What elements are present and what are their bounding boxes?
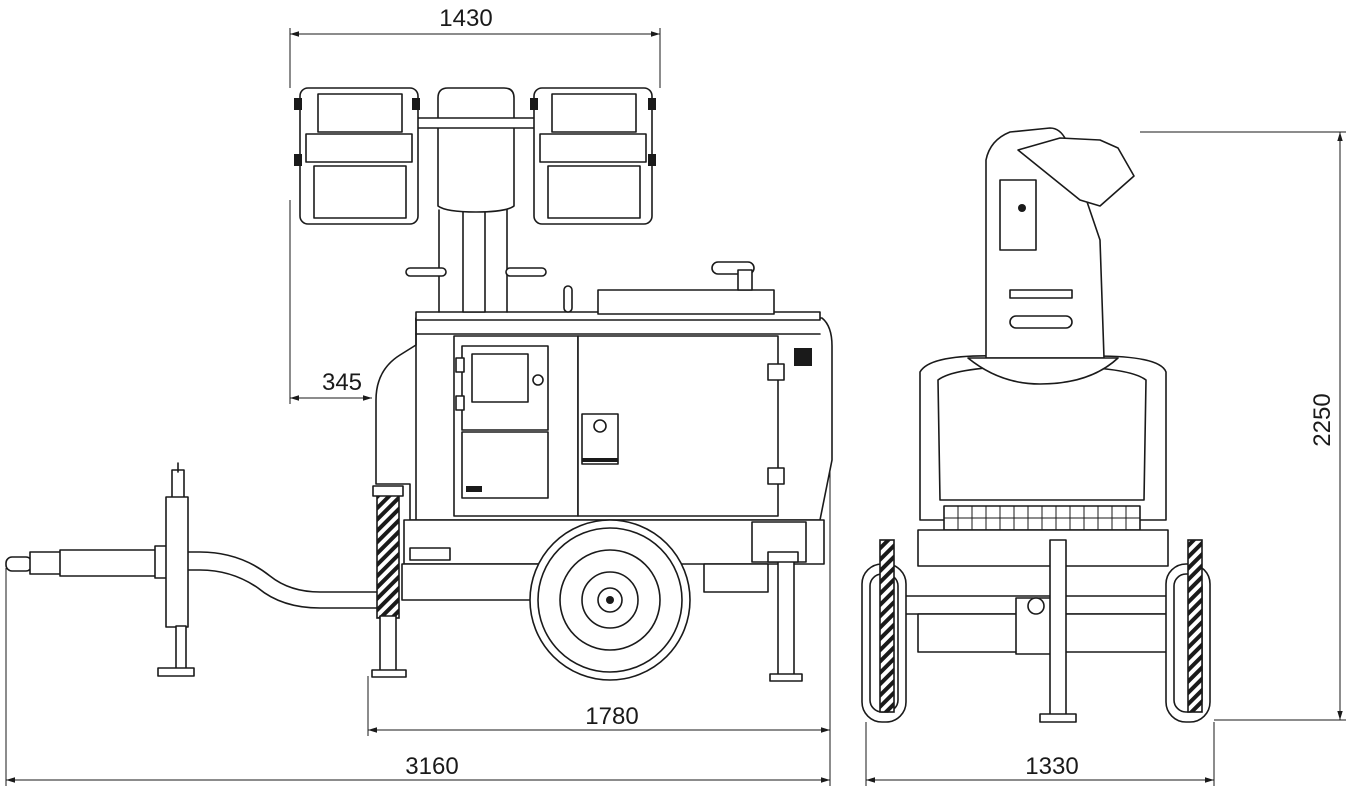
vent-grid xyxy=(943,505,1141,531)
dimension-overall-width: 1330 xyxy=(865,722,1215,786)
dim-label-wheelbase: 1780 xyxy=(585,703,638,730)
canopy-body xyxy=(375,311,833,601)
side-wheel xyxy=(529,519,691,681)
dimension-wheelbase: 1780 xyxy=(367,470,831,786)
floodlight-right xyxy=(530,87,656,225)
dim-label-overall-width: 1330 xyxy=(1025,753,1078,780)
front-mast xyxy=(967,127,1135,385)
floodlight-left xyxy=(294,87,420,225)
dim-label-lamp-span: 1430 xyxy=(439,5,492,32)
dimension-overall-height: 2250 xyxy=(1140,131,1346,721)
roof-accessories xyxy=(563,261,775,315)
dimension-overall-length: 3160 xyxy=(5,568,830,786)
front-view xyxy=(861,127,1211,723)
rear-stabilizer xyxy=(767,551,803,682)
mast xyxy=(405,87,547,313)
dimension-lamp-span: 1430 xyxy=(289,5,661,88)
dim-label-mast-offset: 345 xyxy=(322,369,362,396)
drawbar xyxy=(5,462,379,677)
side-view xyxy=(5,87,833,682)
dim-label-overall-length: 3160 xyxy=(405,753,458,780)
dim-label-overall-height: 2250 xyxy=(1309,393,1336,446)
front-stabilizer xyxy=(371,485,407,678)
dimension-mast-offset: 345 xyxy=(289,200,372,404)
